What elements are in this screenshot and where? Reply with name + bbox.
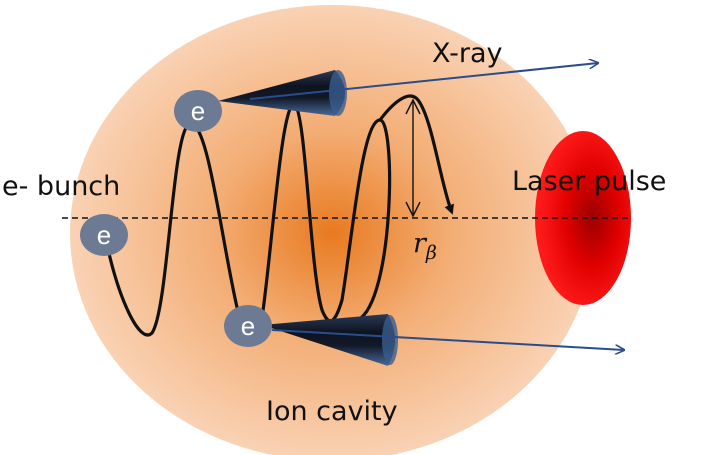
r-beta-label: rβ [413,228,437,264]
electron-left: e [80,214,128,256]
lower-radiation-cone [262,314,398,366]
electron-label: e [191,96,205,126]
xray-arrow-upper [249,63,598,100]
trajectory-final-arc [378,94,454,215]
ion-cavity-label: Ion cavity [266,396,398,427]
upper-radiation-cone [218,70,347,116]
electron-upper: e [174,90,222,132]
r-beta-arrowhead-bottom [405,201,421,218]
r-beta-arrowhead-top [405,98,421,115]
laser-pulse-label: Laser pulse [512,166,666,197]
electron-lower: e [224,305,272,347]
electron-label: e [97,220,111,250]
xray-label: X-ray [432,38,503,69]
betatron-trajectory [103,103,392,341]
xray-arrow-lower [271,329,624,350]
e-bunch-label: e- bunch [2,171,120,202]
electron-label: e [241,311,255,341]
